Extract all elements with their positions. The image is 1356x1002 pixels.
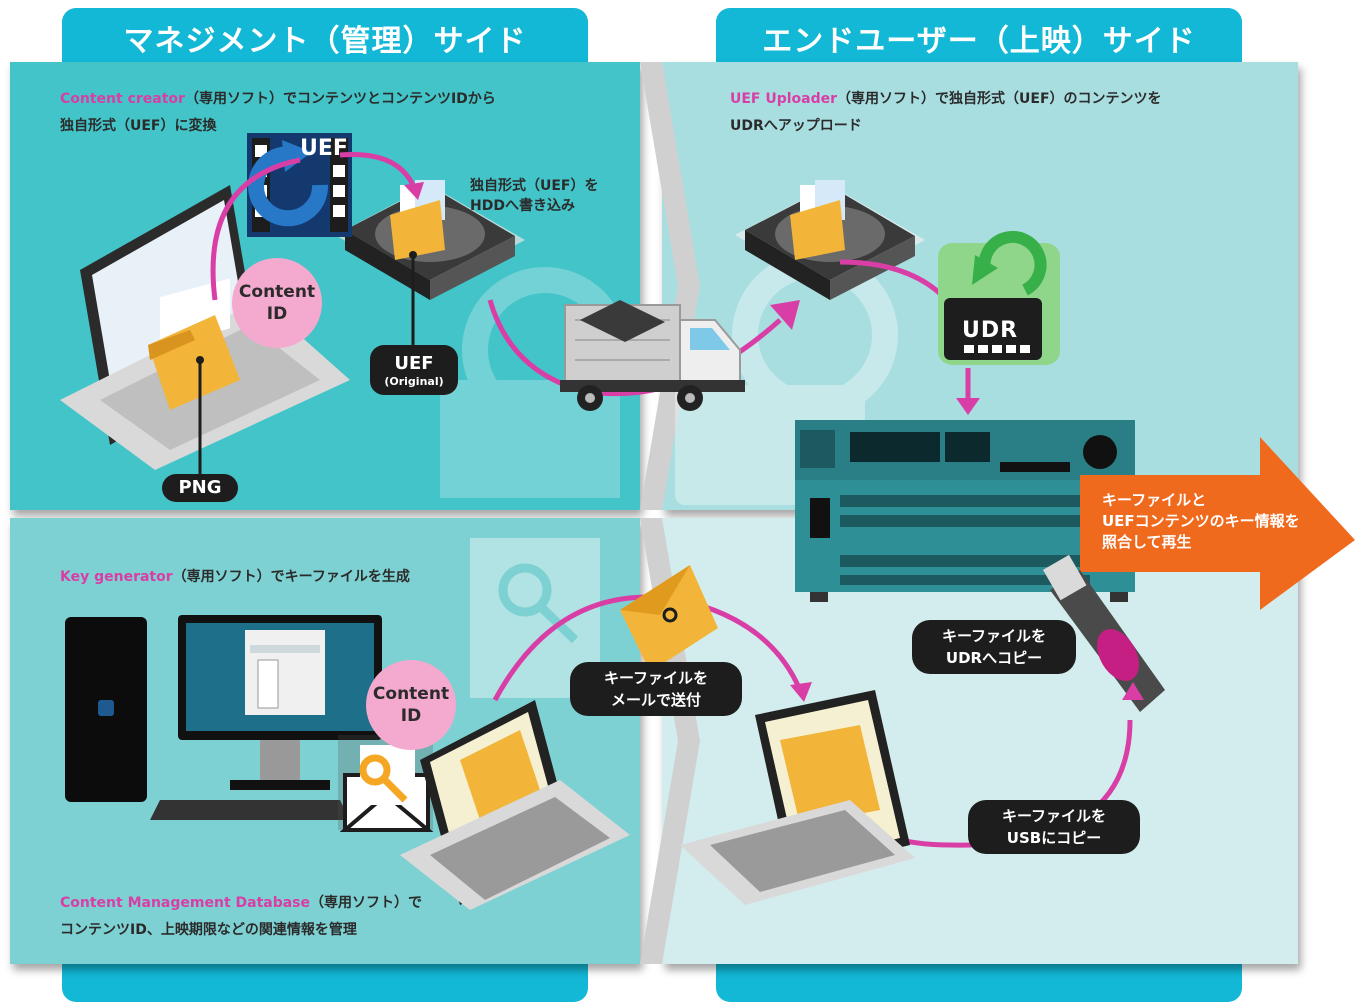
usb-icon (1043, 554, 1165, 712)
laptop-icon-sender (400, 700, 630, 910)
content-id-label-1: Content (238, 282, 316, 302)
key-icon (359, 754, 408, 803)
uef-original-label: (Original) (384, 374, 444, 388)
uef-original-pill: UEF (Original) (370, 345, 458, 395)
usb-copy-pill: キーファイルを USBにコピー (968, 800, 1140, 854)
udr-copy-line-1: キーファイルを (941, 627, 1047, 645)
playback-text-line-2: UEFコンテンツのキー情報を (1102, 512, 1300, 530)
udr-copy-line-2: UDRへコピー (945, 649, 1043, 667)
uef-icon-label: UEF (300, 136, 348, 161)
uploader-name: UEF Uploader (730, 91, 838, 107)
mail-send-line-2: メールで送付 (610, 691, 701, 709)
mail-send-pill: キーファイルを メールで送付 (570, 662, 742, 716)
cmdb-caption: Content Management Database（専用ソフト）で コンテン… (60, 890, 422, 944)
png-pill: PNG (162, 474, 238, 502)
cmdb-desc: （専用ソフト）で (310, 895, 423, 911)
playback-arrow-text: キーファイルと UEFコンテンツのキー情報を 照合して再生 (1102, 490, 1300, 553)
uef-label: UEF (394, 352, 434, 374)
usb-copy-line-1: キーファイルを (1001, 807, 1107, 825)
hdd-write-label: 独自形式（UEF）を HDDへ書き込み (470, 176, 599, 216)
content-creator-desc: （専用ソフト）でコンテンツとコンテンツIDから (184, 91, 496, 107)
enduser-side-footer (716, 958, 1242, 1002)
content-creator-name: Content creator (60, 91, 185, 107)
playback-text-line-1: キーファイルと (1102, 491, 1207, 509)
hdd-write-line-1: 独自形式（UEF）を (470, 178, 599, 194)
usb-copy-line-2: USBにコピー (1006, 829, 1102, 847)
content-creator-desc-2: 独自形式（UEF）に変換 (60, 118, 217, 134)
monitor-icon (150, 615, 382, 820)
enduser-side-title: エンドユーザー（上映）サイド (762, 24, 1196, 59)
folder-icon-hdd (390, 180, 445, 260)
laptop-icon-receiver (680, 690, 915, 905)
udr-icon (938, 230, 1060, 365)
content-id-label-4: ID (400, 706, 422, 726)
content-id-label-3: Content (372, 684, 450, 704)
arrow-laptop-to-uef (210, 157, 301, 301)
playback-arrow (1080, 437, 1355, 610)
management-side-header: マネジメント（管理）サイド (62, 8, 588, 68)
keygen-caption: Key generator（専用ソフト）でキーファイルを生成 (60, 564, 410, 591)
playback-text-line-3: 照合して再生 (1102, 533, 1192, 551)
management-side-footer (62, 958, 588, 1002)
truck-icon (560, 300, 745, 411)
content-id-label-2: ID (266, 304, 288, 324)
arrow-uef-to-hdd (339, 151, 418, 191)
folder-icon (148, 278, 240, 410)
cmdb-name: Content Management Database (60, 895, 311, 911)
enduser-side-header: エンドユーザー（上映）サイド (716, 8, 1242, 68)
uploader-desc: （専用ソフト）で独自形式（UEF）のコンテンツを (837, 91, 1162, 107)
udr-server-icon (795, 420, 1135, 602)
chevron-divider-top (640, 62, 700, 510)
management-side-title: マネジメント（管理）サイド (123, 24, 527, 59)
udr-copy-pill: キーファイルを UDRへコピー (912, 620, 1076, 674)
content-creator-caption: Content creator（専用ソフト）でコンテンツとコンテンツIDから 独… (60, 86, 496, 140)
mail-send-line-1: キーファイルを (603, 669, 709, 687)
uploader-caption: UEF Uploader（専用ソフト）で独自形式（UEF）のコンテンツを UDR… (730, 86, 1162, 140)
tower-pc-icon (65, 617, 147, 802)
keygen-desc: （専用ソフト）でキーファイルを生成 (172, 569, 410, 585)
envelope-icon-flying (620, 565, 718, 672)
uploader-desc-2: UDRへアップロード (730, 118, 862, 134)
cmdb-desc-2: コンテンツID、上映期限などの関連情報を管理 (60, 922, 357, 938)
hdd-write-line-2: HDDへ書き込み (470, 198, 575, 214)
udr-logo: UDR (962, 318, 1019, 343)
keygen-name: Key generator (60, 569, 173, 585)
